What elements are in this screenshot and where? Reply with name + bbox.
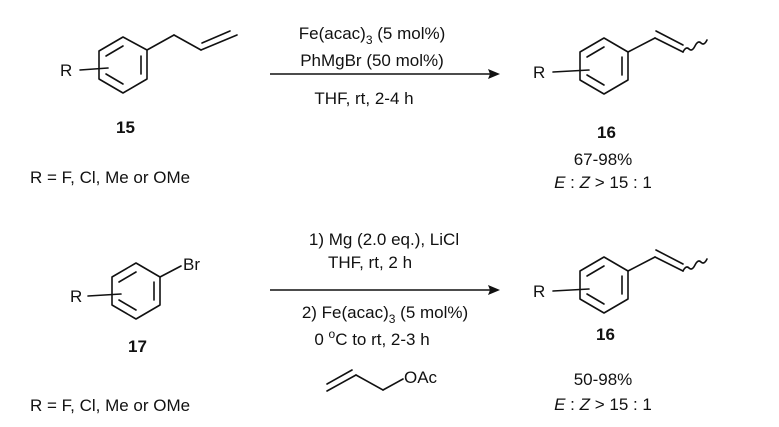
c-br-bond (159, 265, 182, 278)
reagents-1: Fe(acac)3 (5 mol%) PhMgBr (50 mol%) THF,… (270, 24, 500, 108)
reagents-2: 1) Mg (2.0 eq.), LiCl THF, rt, 2 h 2) Fe… (270, 230, 500, 392)
compound-label-16-1: 16 (597, 123, 616, 142)
benzene-ring (111, 262, 161, 320)
substituent-bond (552, 69, 590, 73)
reagent-fe-acac-1: Fe(acac)3 (5 mol%) (299, 24, 446, 47)
product-16-structure-1: R (533, 30, 708, 95)
step2-conditions: 0 oC to rt, 2-3 h (314, 327, 429, 349)
step2-fe-acac: 2) Fe(acac)3 (5 mol%) (302, 303, 468, 326)
propenyl-chain (627, 30, 708, 53)
ez-selectivity-2: E : Z > 15 : 1 (554, 395, 652, 414)
product-16-structure-2: R (533, 249, 708, 314)
substituent-bond (552, 288, 590, 292)
acetate-group: OAc (404, 368, 438, 387)
benzene-ring (579, 37, 629, 95)
wavy-bond (682, 258, 708, 272)
product-16-substituent-2: R (533, 282, 545, 301)
substituent-bond (79, 67, 109, 71)
step1-conditions: THF, rt, 2 h (328, 253, 412, 272)
compound-label-16-2: 16 (596, 325, 615, 344)
step1-grignard: 1) Mg (2.0 eq.), LiCl (309, 230, 459, 249)
reactant-15-structure: R (60, 30, 238, 94)
reactant-15-substituent: R (60, 61, 72, 80)
propenyl-chain (627, 249, 708, 272)
reactant-17-substituent: R (70, 287, 82, 306)
conditions-1: THF, rt, 2-4 h (314, 89, 413, 108)
compound-label-17: 17 (128, 337, 147, 356)
r-definition-1: R = F, Cl, Me or OMe (30, 168, 190, 187)
substituent-bond (87, 293, 122, 297)
wavy-bond (682, 39, 708, 53)
allyl-chain (146, 30, 238, 51)
r-definition-2: R = F, Cl, Me or OMe (30, 396, 190, 415)
arrowhead-2 (488, 285, 500, 295)
yield-1: 67-98% (574, 150, 633, 169)
bromine-atom: Br (183, 255, 200, 274)
reagent-phmgbr: PhMgBr (50 mol%) (300, 51, 444, 70)
reactant-17-structure: Br R (70, 255, 200, 320)
ez-selectivity-1: E : Z > 15 : 1 (554, 173, 652, 192)
allyl-acetate-structure: OAc (326, 368, 438, 392)
yield-2: 50-98% (574, 370, 633, 389)
benzene-ring (579, 256, 629, 314)
product-16-substituent-1: R (533, 63, 545, 82)
arrowhead-1 (488, 69, 500, 79)
benzene-ring (98, 36, 148, 94)
compound-label-15: 15 (116, 118, 135, 137)
